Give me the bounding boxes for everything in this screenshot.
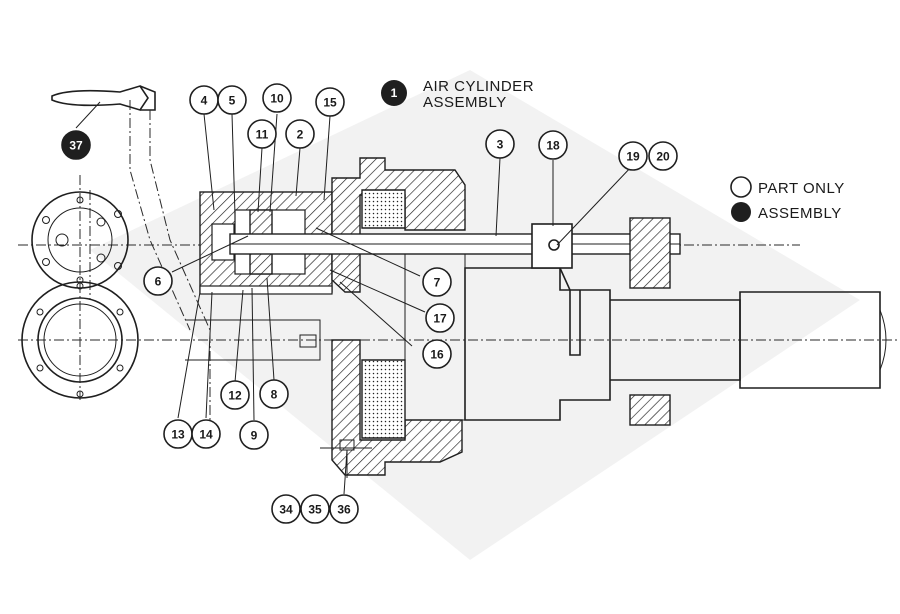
legend-assembly-marker (731, 202, 751, 222)
legend: 1 AIR CYLINDER ASSEMBLY PART ONLY ASSEMB… (381, 78, 845, 222)
callout-circle (538, 130, 568, 160)
callout-circle (422, 339, 452, 369)
callout-label: 9 (251, 429, 258, 443)
callout-label: 11 (256, 128, 269, 142)
end-view-lower (21, 281, 139, 399)
callout-circle (247, 119, 277, 149)
rod-connector (531, 223, 581, 356)
callout-circle (422, 267, 452, 297)
callout-label: 12 (228, 389, 242, 403)
callout-label: 13 (171, 428, 185, 442)
callout-label: 37 (69, 139, 83, 153)
callout-7: 7 (422, 267, 452, 297)
callout-37: 37 (61, 130, 91, 160)
callout-label: 3 (497, 138, 504, 152)
callout-circle (648, 141, 678, 171)
legend-part-only-marker (730, 176, 752, 198)
callout-circle (239, 420, 269, 450)
callout-label: 5 (229, 94, 236, 108)
callout-circle (425, 303, 455, 333)
callout-circle (143, 266, 173, 296)
legend-title-line1: AIR CYLINDER (423, 78, 534, 95)
callout-2: 2 (285, 119, 315, 149)
callout-16: 16 (422, 339, 452, 369)
callout-11: 11 (247, 119, 277, 149)
callout-label: 19 (626, 150, 640, 164)
piston-rod (229, 233, 681, 255)
callout-13: 13 (163, 419, 193, 449)
callout-36: 36 (329, 494, 359, 524)
callout-34: 34 (271, 494, 301, 524)
legend-part-only: PART ONLY (758, 180, 845, 197)
callout-circle (191, 419, 221, 449)
legend-title-marker (381, 80, 407, 106)
callout-circle (217, 85, 247, 115)
callout-circle (271, 494, 301, 524)
housing-flange (331, 157, 466, 476)
watermark (90, 70, 860, 560)
callout-circle (259, 379, 289, 409)
callout-15: 15 (315, 87, 345, 117)
callout-bubbles: 4 5 10 15 11 2 3 18 19 20 37 6 7 17 16 12 8 13 14 9 34 35 36 (61, 83, 678, 524)
callout-label: 16 (430, 348, 444, 362)
callout-circle (329, 494, 359, 524)
callout-label: 8 (271, 388, 278, 402)
callout-label: 17 (433, 312, 447, 326)
callout-circle (61, 130, 91, 160)
callout-9: 9 (239, 420, 269, 450)
callout-10: 10 (262, 83, 292, 113)
callout-label: 4 (201, 94, 208, 108)
callout-19: 19 (618, 141, 648, 171)
callout-circle (315, 87, 345, 117)
callout-18: 18 (538, 130, 568, 160)
callout-label: 2 (297, 128, 304, 142)
callout-3: 3 (485, 129, 515, 159)
callout-17: 17 (425, 303, 455, 333)
leader-lines (75, 101, 634, 495)
callout-circle (262, 83, 292, 113)
callout-circle (285, 119, 315, 149)
legend-assembly: ASSEMBLY (758, 205, 842, 222)
end-view-upper (31, 191, 129, 289)
callout-circle (300, 494, 330, 524)
callout-35: 35 (300, 494, 330, 524)
shaft-housing (185, 217, 887, 426)
callout-12: 12 (220, 380, 250, 410)
callout-label: 36 (337, 503, 351, 517)
callout-label: 20 (656, 150, 670, 164)
callout-14: 14 (191, 419, 221, 449)
legend-title-line2: ASSEMBLY (423, 94, 507, 111)
callout-label: 7 (434, 276, 441, 290)
callout-8: 8 (259, 379, 289, 409)
legend-title-marker-label: 1 (391, 86, 398, 100)
callout-5: 5 (217, 85, 247, 115)
callout-label: 34 (279, 503, 293, 517)
callout-circle (618, 141, 648, 171)
callout-4: 4 (189, 85, 219, 115)
callout-label: 14 (199, 428, 213, 442)
callout-label: 10 (270, 92, 284, 106)
callout-circle (220, 380, 250, 410)
callout-label: 15 (323, 96, 337, 110)
callout-circle (485, 129, 515, 159)
callout-label: 6 (155, 275, 162, 289)
callout-label: 35 (308, 503, 322, 517)
callout-6: 6 (143, 266, 173, 296)
callout-20: 20 (648, 141, 678, 171)
callout-label: 18 (546, 139, 560, 153)
